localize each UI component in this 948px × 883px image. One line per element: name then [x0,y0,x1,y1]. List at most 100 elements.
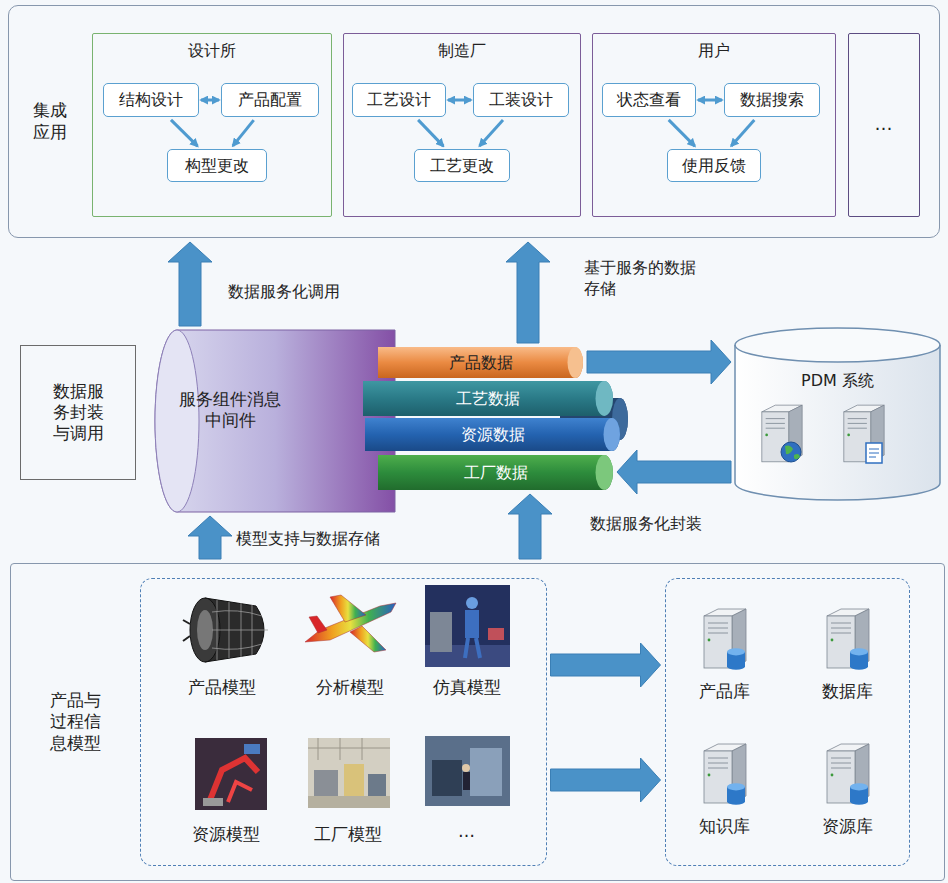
node-text: 数据服 务封装 与调用 [50,381,106,445]
text-slot: 知识库 [675,813,775,841]
process-box: 工艺更改 [414,149,510,182]
node-outline [735,328,940,500]
node-text: 工厂模型 [314,824,382,845]
arrow-connector [418,120,443,146]
node-text: 产品模型 [188,677,256,698]
text-slot: 资源模型 [176,821,276,849]
text-slot: 工艺设计 [353,84,445,116]
arrow-connector [698,99,722,102]
block-arrow [168,242,212,326]
text-slot: 集成 应用 [9,6,91,237]
node-outline [155,330,395,512]
block-arrow [551,758,661,802]
text-slot: 产品配置 [222,84,318,116]
photo-figure [462,764,470,772]
process-box: 结构设计 [103,83,199,117]
node-text: 资源模型 [192,824,260,845]
pipe-body [365,418,620,451]
node-text: 构型更改 [185,156,249,176]
node-text: 工厂数据 [464,463,528,483]
factory-floor [308,796,390,808]
pdm-top-fill [735,328,940,362]
node-text: 工艺设计 [367,90,431,110]
arrow-connector [233,120,254,146]
text-slot: 产品与 过程信 息模型 [11,564,139,880]
process-box: 工装设计 [473,83,569,117]
text-slot: 工厂模型 [298,821,398,849]
text-slot: 构型更改 [168,150,266,181]
block-arrow [508,494,552,559]
robot-base [203,798,223,806]
model-group: 产品模型分析模型仿真模型资源模型工厂模型… [140,578,547,866]
nacelle-inlet [197,610,213,650]
nacelle-struts [183,620,190,641]
pdm-servers [762,405,884,463]
factory-roof [308,738,390,760]
node-text: 集成 应用 [30,100,70,143]
text-slot: … [849,34,919,216]
db-icon [850,783,868,805]
other-model-figure [425,736,510,806]
pipe-cap [604,418,621,451]
node-text: 工装设计 [489,90,553,110]
block-arrow [617,450,731,494]
text-slot: 资源库 [798,813,898,841]
process-box: 构型更改 [167,149,267,182]
text-slot: 数据搜索 [725,84,819,116]
node-text: 资源数据 [461,425,525,445]
block-arrow [587,340,731,384]
cylinder-body [735,345,940,500]
text-slot: 产品库 [675,678,775,706]
pipe-body [378,347,583,378]
simulation-model-figure [425,585,510,667]
db-icon [727,648,745,670]
layer-panel: 产品模型分析模型仿真模型资源模型工厂模型…产品库数据库知识库资源库产品与 过程信… [10,563,945,881]
block-arrow [551,643,661,687]
text-slot: 数据服 务封装 与调用 [21,346,135,479]
text-slot: 工厂数据 [378,455,613,490]
text-slot: 使用反馈 [668,150,760,181]
text-slot: 资源数据 [365,418,620,451]
robot-arm [210,758,258,800]
nacelle-mesh [212,600,268,660]
arrow-connector [201,99,219,102]
arrow-connector [171,120,198,146]
robot-part [244,744,260,754]
factory-machine [314,770,338,796]
photo-machine [432,760,462,796]
sim-body [465,610,479,638]
sim-scene [425,585,510,667]
pipe-body [378,455,613,490]
text-slot: 工艺更改 [415,150,509,181]
edge-label: 基于服务的数据 存储 [584,258,714,300]
node-text: 数据搜索 [740,90,804,110]
block-arrow [506,242,550,343]
unit-box: 结构设计产品配置构型更改设计所 [92,33,332,217]
layer-panel: 结构设计产品配置构型更改设计所工艺设计工装设计工艺更改制造厂状态查看数据搜索使用… [8,5,940,238]
text-slot: 工艺数据 [363,381,613,416]
arrow-connector [731,120,754,146]
edge-label: 数据服务化调用 [228,282,340,303]
node-text: 资源库 [822,816,873,837]
node-text: … [875,113,893,136]
layer-label-box: 数据服 务封装 与调用 [20,345,136,480]
edge-label: 数据服务化封装 [590,514,702,535]
arrow-connector [448,99,471,102]
unit-box: 状态查看数据搜索使用反馈用户 [592,33,836,217]
photo-figure [463,772,470,790]
data-pipe: 工厂数据 [378,455,613,490]
globe-icon [781,442,801,462]
cylinder-body [155,330,395,512]
unit-box: 工艺设计 工装设计工艺更改 制造厂 [343,33,581,217]
text-slot: PDM 系统 [735,366,940,396]
plane-wing [350,626,386,652]
db-icon [727,783,745,805]
text-slot: 制造厂 [344,37,580,65]
text-slot: 用户 [593,37,835,65]
sim-head [466,597,478,609]
sim-legs [465,638,480,658]
product-model-figure [183,598,268,662]
cylinder-cap [155,330,199,512]
node-text: 分析模型 [316,677,384,698]
